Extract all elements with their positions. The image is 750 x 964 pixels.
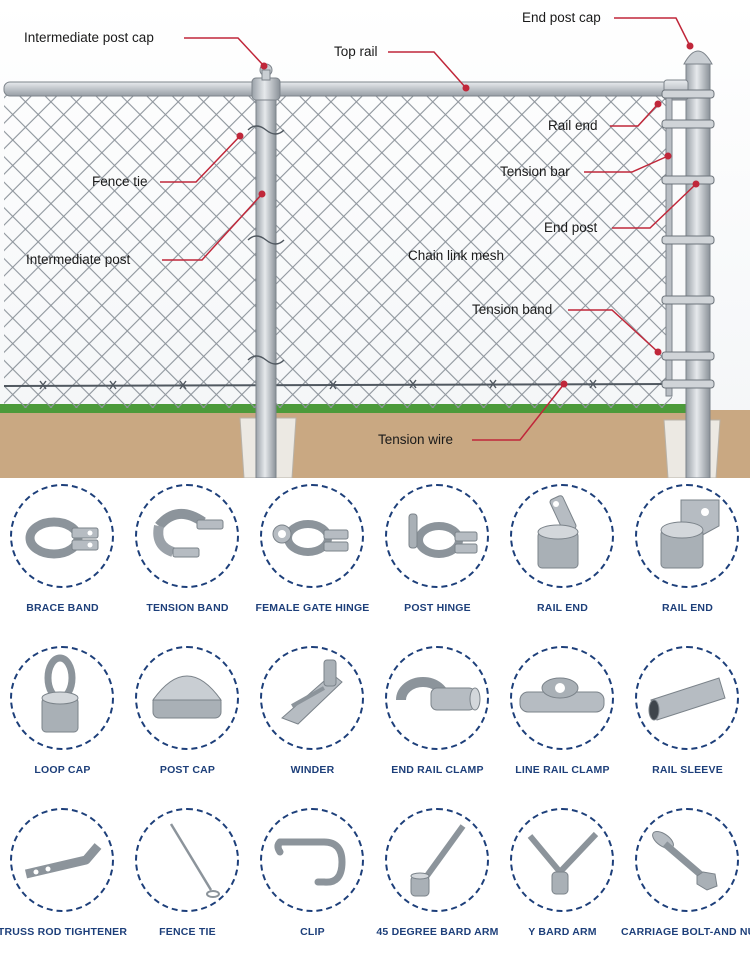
tension-band-icon	[153, 509, 224, 558]
part-female-gate-hinge: FEMALE GATE HINGE	[250, 478, 375, 640]
callout-tension-wire: Tension wire	[378, 432, 454, 447]
rail-end-cap-icon	[660, 499, 720, 569]
tension-bar	[665, 95, 673, 397]
post-cap-icon	[152, 675, 222, 719]
part-label: POST CAP	[159, 764, 216, 776]
truss-rod-tightener-icon	[24, 843, 102, 879]
callout-chain-link-mesh: Chain link mesh	[408, 248, 505, 263]
part-label: POST HINGE	[404, 602, 471, 614]
part-post-cap: POST CAP	[125, 640, 250, 802]
part-line-rail-clamp: LINE RAIL CLAMP	[500, 640, 625, 802]
part-tension-band: TENSION BAND	[125, 478, 250, 640]
part-post-hinge: POST HINGE	[375, 478, 500, 640]
part-truss-rod-tightener: TRUSS ROD TIGHTENER	[0, 802, 127, 964]
callout-end-post: End post	[544, 220, 598, 235]
winder-icon	[281, 659, 343, 725]
part-label: TRUSS ROD TIGHTENER	[0, 926, 128, 938]
loop-cap-icon	[41, 654, 79, 733]
part-label: RAIL END	[662, 602, 713, 614]
part-label: FENCE TIE	[159, 926, 216, 938]
callout-top-rail: Top rail	[334, 44, 378, 59]
carriage-bolt-icon	[652, 831, 718, 891]
part-label: CARRIAGE BOLT-AND NUT	[621, 926, 750, 938]
rail-sleeve-icon	[648, 677, 726, 721]
post-hinge-icon	[408, 513, 478, 558]
fence-tie-icon	[169, 823, 220, 898]
part-45-degree-barb-arm: 45 DEGREE BARD ARM	[375, 802, 500, 964]
part-label: RAIL SLEEVE	[652, 764, 723, 776]
part-label: END RAIL CLAMP	[391, 764, 484, 776]
part-clip: CLIP	[250, 802, 375, 964]
y-barb-arm-icon	[527, 831, 599, 895]
part-brace-band: BRACE BAND	[0, 478, 125, 640]
part-label: RAIL END	[537, 602, 588, 614]
rail-end-icon	[537, 495, 579, 569]
tension-bands	[661, 89, 715, 389]
part-label: LOOP CAP	[34, 764, 91, 776]
female-gate-hinge-icon	[272, 520, 349, 556]
parts-grid: BRACE BAND TENSION BAND FEMALE GATE HING…	[0, 478, 750, 964]
fence-diagram: End post cap Intermediate post cap Top r…	[0, 0, 750, 479]
fence-illustration	[0, 0, 750, 479]
callout-intermediate-post-cap: Intermediate post cap	[24, 30, 154, 45]
callout-fence-tie: Fence tie	[92, 174, 148, 189]
intermediate-post	[255, 95, 277, 479]
part-fence-tie: FENCE TIE	[125, 802, 250, 964]
callout-tension-bar: Tension bar	[500, 164, 570, 179]
brace-band-icon	[25, 517, 99, 559]
callout-intermediate-post: Intermediate post	[26, 252, 131, 267]
callout-rail-end: Rail end	[548, 118, 598, 133]
part-label: LINE RAIL CLAMP	[515, 764, 610, 776]
part-rail-end: RAIL END	[500, 478, 625, 640]
part-carriage-bolt: CARRIAGE BOLT-AND NUT	[621, 802, 750, 964]
part-y-barb-arm: Y BARD ARM	[500, 802, 625, 964]
part-label: WINDER	[290, 764, 335, 776]
part-label: Y BARD ARM	[528, 926, 597, 938]
45-degree-barb-arm-icon	[410, 824, 466, 897]
top-rail	[3, 81, 677, 97]
end-post-cap	[683, 50, 713, 65]
part-rail-end-2: RAIL END	[625, 478, 750, 640]
chain-link-mesh	[4, 94, 672, 408]
part-label: CLIP	[300, 926, 325, 938]
part-loop-cap: LOOP CAP	[0, 640, 125, 802]
part-label: BRACE BAND	[26, 602, 99, 614]
grass	[0, 404, 690, 413]
part-rail-sleeve: RAIL SLEEVE	[625, 640, 750, 802]
line-rail-clamp-icon	[519, 677, 605, 713]
part-label: FEMALE GATE HINGE	[255, 602, 370, 614]
callout-tension-band: Tension band	[472, 302, 553, 317]
clip-icon	[274, 838, 346, 886]
part-label: TENSION BAND	[146, 602, 229, 614]
ground	[0, 410, 750, 478]
part-end-rail-clamp: END RAIL CLAMP	[375, 640, 500, 802]
callout-lines	[160, 17, 697, 441]
end-rail-clamp-icon	[396, 677, 481, 711]
part-winder: WINDER	[250, 640, 375, 802]
part-label: 45 DEGREE BARD ARM	[376, 926, 499, 938]
callout-end-post-cap: End post cap	[522, 10, 601, 25]
